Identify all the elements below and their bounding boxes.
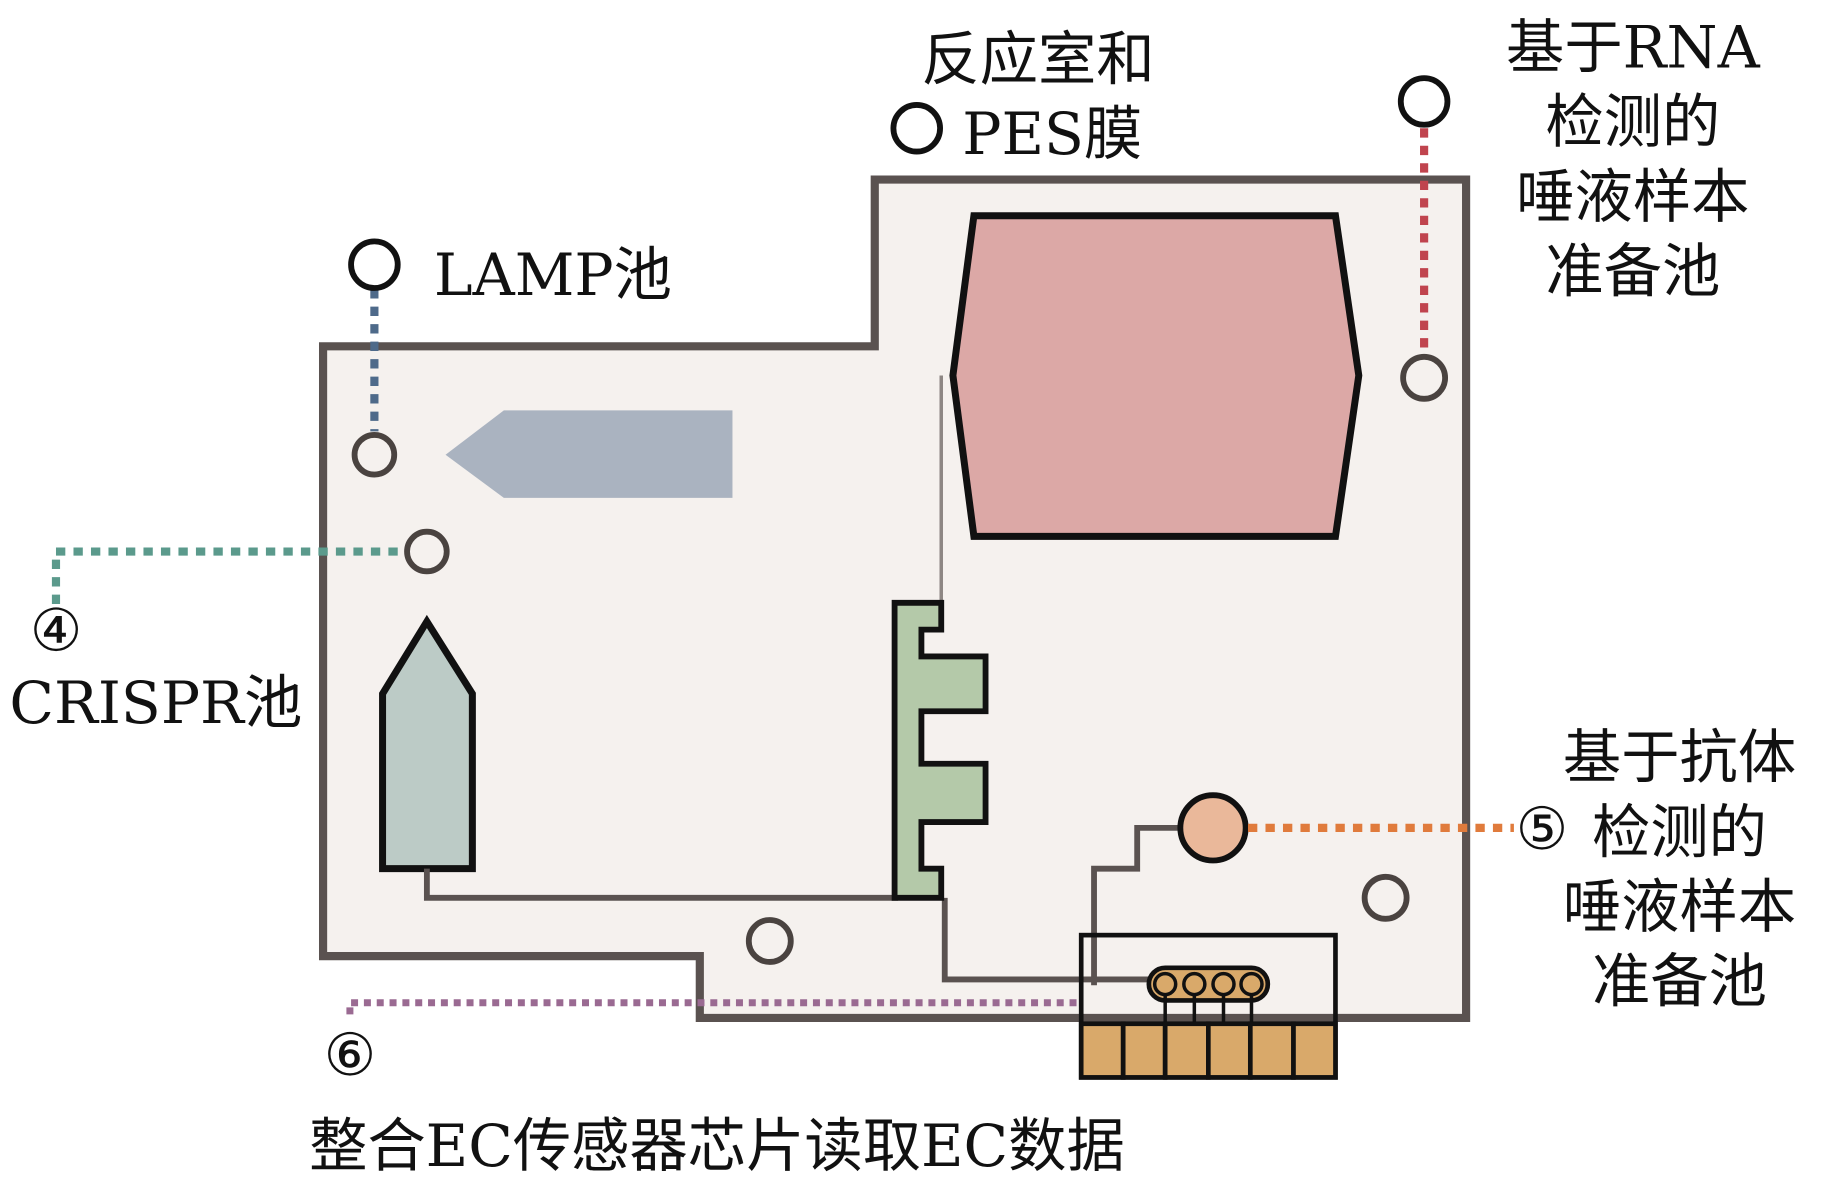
marker-lamp xyxy=(348,238,401,291)
reaction-chamber xyxy=(949,212,1363,540)
label-antibody-1: 基于抗体 xyxy=(1563,724,1796,792)
channel-crispr-serpentine xyxy=(423,868,899,901)
label-rna-3: 唾液样本 xyxy=(1516,163,1749,231)
marker-reaction-chamber xyxy=(890,102,943,155)
electrode-leads xyxy=(1163,994,1254,1027)
contact-pads xyxy=(1078,1021,1338,1080)
marker-rna xyxy=(1397,75,1451,128)
antibody-pool xyxy=(1177,792,1249,864)
vent-hole-bottom xyxy=(745,917,794,965)
label-crispr: CRISPR池 xyxy=(9,669,302,737)
crispr-pool xyxy=(379,614,476,873)
leader-crispr xyxy=(51,547,406,604)
label-rna-1: 基于RNA xyxy=(1506,14,1761,82)
lamp-pool xyxy=(445,410,733,498)
label-reaction-chamber-2: PES膜 xyxy=(962,100,1142,168)
electrode-bar xyxy=(1146,965,1271,1003)
label-lamp: LAMP池 xyxy=(434,241,672,309)
label-ec-sensor: 整合EC传感器芯片读取EC数据 xyxy=(309,1112,1125,1180)
label-antibody-4: 准备池 xyxy=(1592,948,1767,1016)
marker-crispr-number: ④ xyxy=(30,597,82,665)
label-reaction-chamber-1: 反应室和 xyxy=(921,25,1154,93)
label-rna-2: 检测的 xyxy=(1545,88,1720,156)
label-antibody-2: 检测的 xyxy=(1592,798,1767,866)
marker-antibody-number: ⑤ xyxy=(1516,795,1568,863)
leader-ec xyxy=(346,999,1079,1015)
label-rna-4: 准备池 xyxy=(1545,238,1720,306)
serpentine-mixer xyxy=(891,599,989,901)
rna-sample-hole xyxy=(1400,353,1449,402)
lamp-inlet-hole xyxy=(351,432,398,478)
marker-ec-number: ⑥ xyxy=(324,1021,376,1089)
label-antibody-3: 唾液样本 xyxy=(1563,873,1796,941)
electrodes xyxy=(1152,971,1264,997)
channel-antibody-sensor xyxy=(1091,824,1179,986)
crispr-inlet-hole xyxy=(404,528,450,575)
vent-hole-right xyxy=(1361,873,1410,922)
